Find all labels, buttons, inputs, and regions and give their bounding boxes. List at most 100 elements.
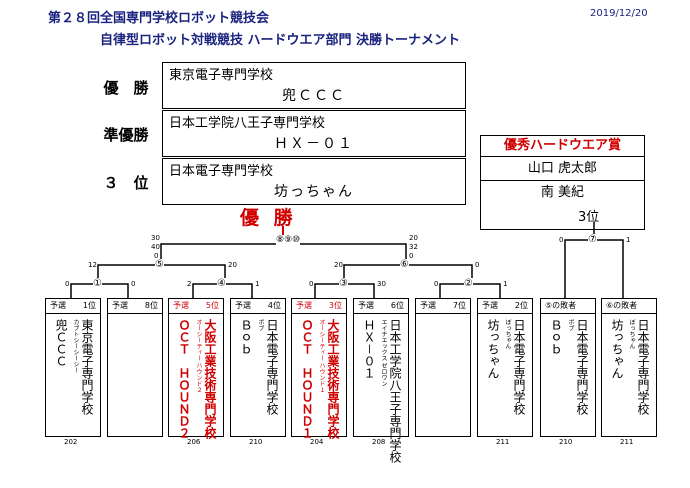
result-school: 日本工学院八王子専門学校 [169, 116, 326, 131]
card-ruby: オーシーティー ハウンド２ [195, 319, 202, 393]
card-ruby: ぼっちゃん [504, 319, 511, 349]
card-qual: ⑥の敗者 [606, 301, 638, 310]
rank-label-1: 優 勝 [103, 79, 149, 97]
card-qual-rank: 8位 [144, 301, 158, 310]
event-date: 2019/12/20 [590, 8, 648, 19]
card-qual-rank: 5位 [205, 301, 219, 310]
result-school: 東京電子専門学校 [169, 68, 274, 83]
card-ruby: エイチエックス ゼロワン [380, 319, 387, 387]
team-code: 210 [249, 438, 263, 446]
team-code: 204 [310, 438, 324, 446]
score: 40 [151, 243, 160, 251]
team-card: ⑥の敗者日本電子専門学校ぼっちゃん坊っちゃん [601, 298, 657, 437]
score: 0 [131, 280, 136, 288]
award-table: 優秀ハードウエア賞 山口 虎太郎 南 美紀 [480, 135, 645, 230]
result-team: 兜ＣＣＣ [282, 88, 346, 104]
card-team: Ｂｏｂ [239, 319, 253, 355]
card-school: 日本電子専門学校 [636, 319, 650, 415]
team-code: 211 [496, 438, 510, 446]
result-box-3: 日本電子専門学校 坊っちゃん [162, 158, 466, 205]
card-header: 予選 5位 [169, 299, 223, 314]
team-card: 予選 7位 [415, 298, 471, 437]
result-team: ＨＸ－０１ [274, 136, 354, 152]
card-school: 日本工学院八王子専門学校 [388, 319, 402, 463]
card-school: 東京電子専門学校 [80, 319, 94, 415]
match-4: ④ [217, 278, 226, 289]
card-school: 大阪工業技術専門学校 [203, 319, 217, 439]
match-1: ① [93, 278, 102, 289]
team-code: 202 [64, 438, 78, 446]
team-card: 予選 3位大阪工業技術専門学校オーシーティー ハウンド１ ＯＣＴ ＨＯＵＮＤ１ [291, 298, 347, 439]
card-header: ⑥の敗者 [602, 299, 656, 314]
card-qual: 予選 [235, 301, 251, 310]
score: 12 [88, 261, 97, 269]
card-team: Ｂｏｂ [549, 319, 563, 355]
card-qual: 予選 [482, 301, 498, 310]
card-school: 日本電子専門学校 [265, 319, 279, 415]
card-qual: 予選 [173, 301, 189, 310]
card-qual: ⑤の敗者 [545, 301, 577, 310]
result-team: 坊っちゃん [274, 184, 354, 200]
rank-label-2: 準優勝 [103, 126, 149, 144]
bracket-line-final [160, 243, 407, 265]
match-5: ⑤ [155, 259, 164, 270]
card-team: 坊っちゃん [486, 319, 500, 379]
match-final: ⑧⑨⑩ [276, 235, 301, 245]
result-school: 日本電子専門学校 [169, 164, 274, 179]
score: 20 [409, 234, 418, 242]
card-qual-rank: 1位 [82, 301, 96, 310]
award-name: 南 美紀 [540, 185, 585, 200]
card-school: 日本電子専門学校 [512, 319, 526, 415]
score: 0 [65, 280, 70, 288]
card-ruby: オーシーティー ハウンド１ [318, 319, 325, 393]
third-place-label: 3位 [578, 210, 600, 225]
card-team: 兜ＣＣＣ [54, 319, 68, 367]
card-qual-rank: 3位 [328, 301, 342, 310]
team-card: 予選 8位 [107, 298, 163, 437]
score: 2 [187, 280, 192, 288]
score: 0 [309, 280, 314, 288]
match-2: ② [464, 278, 473, 289]
champion-label: 優 勝 [240, 207, 297, 229]
bracket-line-m7 [564, 239, 624, 298]
card-team: ＯＣＴ ＨＯＵＮＤ２ [177, 319, 191, 439]
team-code: 210 [559, 438, 573, 446]
card-header: 予選 3位 [292, 299, 346, 314]
match-3: ③ [339, 278, 348, 289]
score: 0 [559, 236, 564, 244]
card-school: 大阪工業技術専門学校 [326, 319, 340, 439]
card-team: 坊っちゃん [610, 319, 624, 379]
match-7: ⑦ [588, 234, 597, 245]
card-ruby: ぼっちゃん [628, 319, 635, 349]
event-subtitle: 自律型ロボット対戦競技 ハードウエア部門 決勝トーナメント [100, 33, 461, 48]
card-team: ＯＣＴ ＨＯＵＮＤ１ [300, 319, 314, 439]
team-card: 予選 5位大阪工業技術専門学校オーシーティー ハウンド２ ＯＣＴ ＨＯＵＮＤ２ [168, 298, 224, 439]
score: 1 [626, 236, 631, 244]
card-qual-rank: 7位 [452, 301, 466, 310]
card-school: 日本電子専門学校 [575, 319, 589, 415]
score: 1 [255, 280, 260, 288]
score: 0 [409, 252, 414, 260]
card-qual: 予選 [296, 301, 312, 310]
card-ruby: カブトシーシーシー [72, 319, 79, 373]
card-qual: 予選 [112, 301, 128, 310]
card-header: ⑤の敗者 [541, 299, 595, 314]
team-code: 208 [372, 438, 386, 446]
result-box-2: 日本工学院八王子専門学校 ＨＸ－０１ [162, 110, 466, 157]
card-qual: 予選 [420, 301, 436, 310]
score: 0 [475, 261, 480, 269]
card-qual: 予選 [358, 301, 374, 310]
card-team: ＨＸ－０１ [362, 319, 376, 380]
rank-label-3: ３ 位 [103, 174, 149, 192]
score: 0 [434, 280, 439, 288]
match-6: ⑥ [400, 259, 409, 270]
